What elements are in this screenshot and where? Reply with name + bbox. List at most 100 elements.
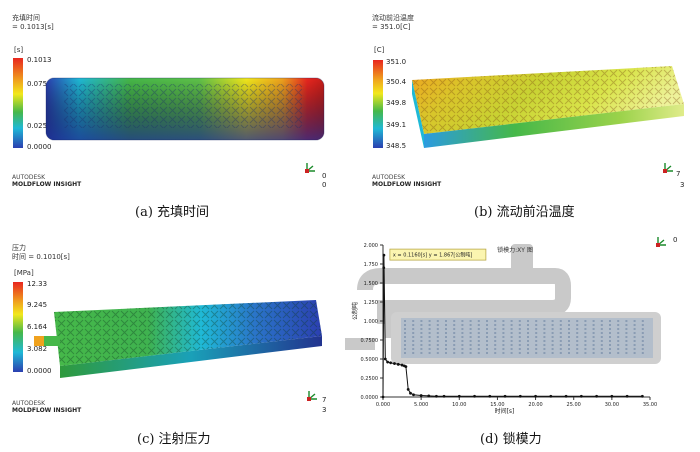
- data-point: [400, 363, 404, 367]
- axis-triad-value: 7: [322, 396, 327, 404]
- data-point: [406, 388, 410, 391]
- data-point: [389, 361, 393, 365]
- axis-triad-value: 0: [322, 181, 327, 189]
- data-point: [503, 394, 507, 398]
- data-point: [382, 253, 386, 257]
- result-title: 压力 时间 = 0.1010[s]: [12, 244, 70, 261]
- data-point: [534, 394, 537, 398]
- x-tick-label: 5.000: [414, 402, 428, 408]
- legend-tick: 9.245: [27, 301, 48, 309]
- clamp-force-xy-chart: 0.00000.25000.50000.75001.0001.2501.5001…: [345, 243, 661, 415]
- figure-caption: (d) 锁模力: [480, 432, 542, 447]
- y-tick-label: 0.0000: [361, 395, 379, 401]
- part-model-injection-pressure: [34, 300, 322, 378]
- axis-triad-icon: [663, 163, 673, 173]
- x-tick-label: 10.00: [452, 402, 466, 408]
- legend-tick: 6.164: [27, 323, 48, 331]
- y-tick-label: 0.5000: [361, 357, 379, 363]
- y-tick-label: 1.000: [364, 319, 378, 325]
- data-point: [640, 394, 644, 398]
- data-point: [473, 394, 476, 398]
- axis-triad-value: 3: [680, 181, 685, 189]
- axis-triad-icon: [305, 163, 315, 173]
- x-tick-label: 15.00: [490, 402, 504, 408]
- legend-tick: 349.1: [386, 121, 407, 129]
- legend-tick: 0.0759: [27, 80, 52, 88]
- data-point: [393, 362, 396, 365]
- annotation-text: x = 0.1160[s] y = 1.867[公制吨]: [393, 252, 473, 259]
- result-title: 充填时间 = 0.1013[s]: [12, 14, 54, 31]
- color-legend-bar: [373, 60, 383, 148]
- panel-flow-front-temperature: 流动前沿温度 = 351.0[C] [C] 351.0 350.4 349.8 …: [350, 0, 700, 225]
- figure-caption: (c) 注射压力: [137, 432, 211, 447]
- figure-caption: (b) 流动前沿温度: [474, 205, 575, 220]
- data-point: [435, 394, 438, 398]
- chart-series: [381, 253, 644, 399]
- data-point: [442, 394, 446, 398]
- chart-labels: 0.00000.25000.50000.75001.0001.2501.5001…: [351, 243, 657, 415]
- data-point: [427, 394, 431, 398]
- data-point: [404, 365, 408, 368]
- color-legend-bar: [13, 282, 23, 372]
- legend-tick: 351.0: [386, 58, 407, 66]
- x-tick-label: 30.00: [605, 402, 619, 408]
- legend-tick: 12.33: [27, 280, 48, 288]
- legend-unit: [MPa]: [14, 269, 34, 277]
- data-point: [396, 362, 400, 366]
- autodesk-brand: AUTODESK MOLDFLOW INSIGHT: [372, 174, 442, 188]
- legend-unit: [C]: [374, 46, 385, 54]
- x-tick-label: 0.000: [376, 402, 390, 408]
- data-point: [564, 394, 568, 398]
- color-legend-bar: [13, 58, 23, 148]
- data-point: [383, 357, 387, 361]
- data-point: [579, 394, 583, 398]
- axis-triad-value: 3: [322, 406, 327, 414]
- data-point: [457, 394, 461, 398]
- chart-title: 锁模力:XY 图: [497, 246, 533, 254]
- data-point: [595, 394, 598, 398]
- legend-tick: 3.082: [27, 345, 48, 353]
- x-tick-label: 20.00: [528, 402, 542, 408]
- data-point: [419, 394, 423, 397]
- legend-tick: 348.5: [386, 142, 407, 150]
- x-axis-label: 时间[s]: [495, 407, 515, 415]
- data-point: [610, 394, 614, 398]
- legend-tick: 0.1013: [27, 56, 52, 64]
- legend-unit: [s]: [14, 46, 24, 54]
- y-tick-label: 1.250: [364, 300, 378, 306]
- axis-triad-value: 0: [673, 236, 678, 244]
- autodesk-brand: AUTODESK MOLDFLOW INSIGHT: [12, 174, 82, 188]
- legend-tick: 0.0000: [27, 367, 52, 375]
- x-tick-label: 35.00: [643, 402, 657, 408]
- legend-tick: 0.0253: [27, 122, 52, 130]
- part-model-flow-front-temp: [412, 66, 684, 148]
- data-point: [549, 394, 553, 398]
- y-axis-label: 公制吨: [351, 302, 359, 320]
- y-tick-label: 1.500: [364, 281, 378, 287]
- axis-triad-icon: [307, 391, 317, 401]
- data-point: [382, 266, 386, 270]
- axis-triad-icon: [656, 237, 666, 247]
- data-point: [409, 391, 412, 395]
- panel-injection-pressure: 压力 时间 = 0.1010[s] [MPa] 12.33 9.245 6.16…: [0, 228, 340, 452]
- result-title: 流动前沿温度 = 351.0[C]: [372, 14, 414, 31]
- data-point: [381, 395, 385, 399]
- x-tick-label: 25.00: [567, 402, 581, 408]
- panel-fill-time: 充填时间 = 0.1013[s] [s] 0.1013 0.0759 0.025…: [0, 0, 340, 225]
- figure-caption: (a) 充填时间: [135, 205, 210, 220]
- annotation-box: [389, 248, 487, 261]
- data-point: [386, 360, 389, 364]
- y-tick-label: 1.750: [364, 262, 378, 268]
- legend-tick: 349.8: [386, 99, 407, 107]
- rib-pattern: [404, 320, 644, 356]
- axis-triad-value: 0: [322, 172, 327, 180]
- part-model-fill-time: [45, 77, 325, 141]
- y-tick-label: 0.7500: [361, 338, 379, 344]
- data-point: [412, 393, 415, 397]
- legend-tick: 0.0000: [27, 143, 52, 151]
- legend-tick: 350.4: [386, 78, 407, 86]
- data-point: [488, 394, 492, 398]
- axis-triad-value: 7: [676, 170, 681, 178]
- data-point: [625, 394, 629, 398]
